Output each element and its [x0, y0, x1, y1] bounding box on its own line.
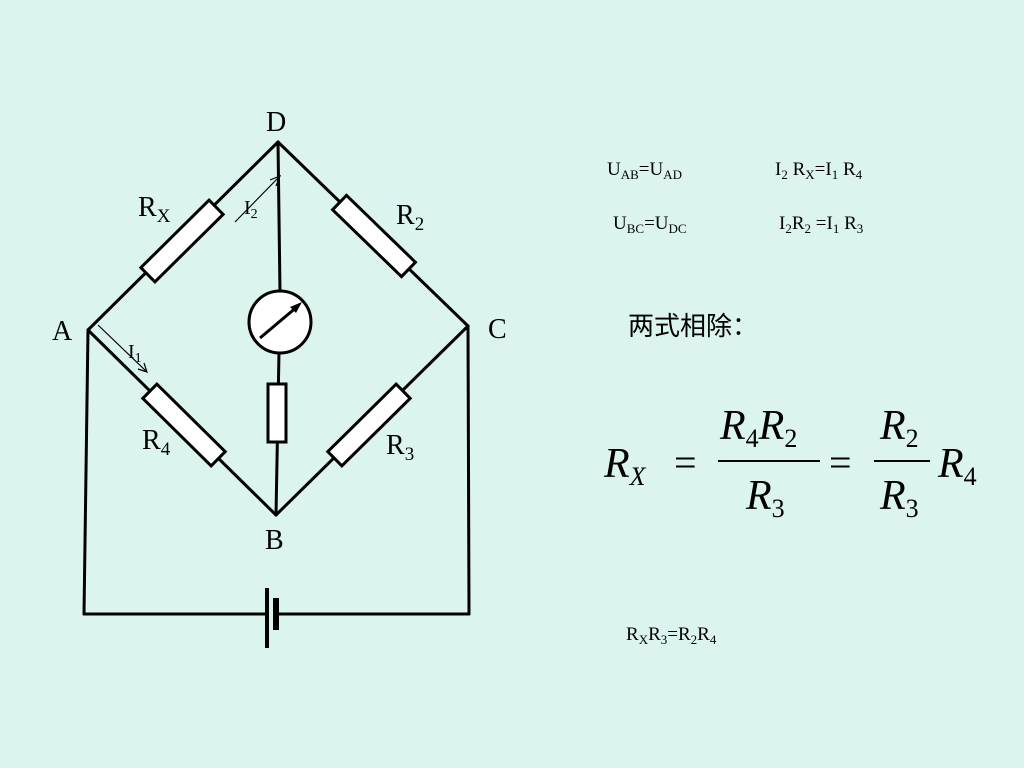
formula-frac2-numerator: R2	[880, 403, 919, 453]
resistor-r2	[330, 193, 418, 279]
formula-frac2-bar	[874, 460, 930, 462]
label-r4: R4	[142, 425, 171, 460]
label-i2: I2	[244, 197, 258, 222]
label-r2: R2	[396, 200, 424, 235]
node-label-d: D	[266, 107, 286, 138]
wire-d-galvanometer	[276, 140, 282, 294]
equation-ubc-udc: UBC=UDC	[613, 213, 687, 236]
resistor-galvanometer-branch	[266, 382, 288, 444]
formula-tail: R4	[938, 441, 977, 491]
resistor-r4	[140, 382, 228, 468]
result-equation: RXR3=R2R4	[626, 624, 717, 647]
formula-frac1-bar	[718, 460, 820, 462]
equation-i2rx-i1r4: I2 RX=I1 R4	[775, 159, 863, 182]
resistor-rx	[138, 198, 226, 284]
formula-lhs: RX	[604, 441, 646, 491]
equation-uab-uad: UAB=UAD	[607, 159, 683, 182]
current-arrow-i2	[234, 174, 282, 223]
wire-a-down	[82, 328, 90, 616]
node-label-b: B	[265, 525, 284, 556]
node-label-c: C	[488, 314, 507, 345]
label-rx: RX	[138, 192, 171, 227]
galvanometer-icon	[247, 289, 313, 355]
label-i1: I1	[128, 341, 142, 366]
bridge-formula: RX = R4R2 R3 = R2 R3 R4	[600, 405, 1000, 530]
node-label-a: A	[52, 316, 73, 347]
equation-i2r2-i1r3: I2R2 =I1 R3	[779, 213, 864, 236]
resistor-r3	[325, 382, 413, 468]
formula-frac1-denominator: R3	[746, 473, 785, 523]
label-r3: R3	[386, 430, 414, 465]
divide-caption: 两式相除：	[628, 312, 759, 342]
wire-c-down	[466, 324, 471, 616]
formula-equals-1: =	[674, 440, 697, 485]
current-arrow-i1	[97, 324, 148, 373]
formula-frac2-denominator: R3	[880, 473, 919, 523]
formula-frac1-numerator: R4R2	[720, 403, 798, 453]
formula-equals-2: =	[829, 440, 852, 485]
